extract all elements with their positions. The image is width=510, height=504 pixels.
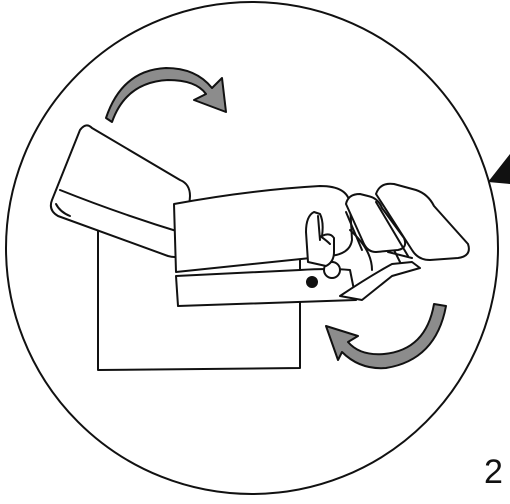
- pointer-arrow-icon: [488, 154, 510, 184]
- step-number: 2: [484, 452, 503, 492]
- lever-pivot: [307, 277, 317, 287]
